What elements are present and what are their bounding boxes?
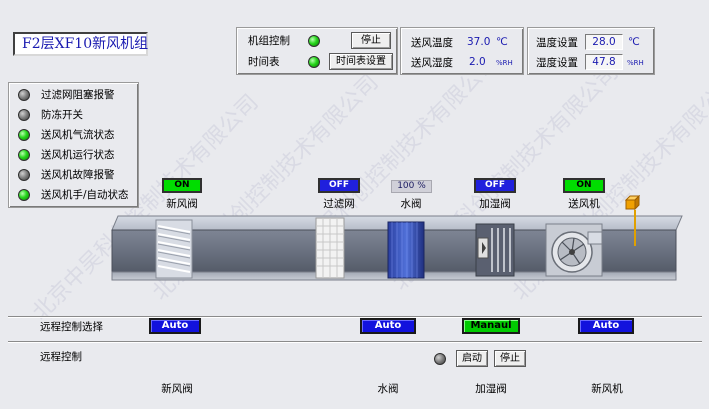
bottom-label-fresh-air-valve: 新风阀 <box>161 383 193 395</box>
hum-setpoint-unit: %RH <box>627 59 644 67</box>
hum-setpoint-field[interactable]: 47.8 <box>585 54 623 70</box>
supply-temp-value: 37.0 <box>467 36 491 48</box>
supply-hum-label: 送风湿度 <box>411 57 453 69</box>
supply-fan-label: 送风机 <box>568 198 600 210</box>
frost-switch-led <box>18 109 30 121</box>
bottom-label-water-valve: 水阀 <box>377 383 399 395</box>
filter-label: 过滤网 <box>323 198 355 210</box>
unit-stop-button[interactable]: 停止 <box>351 32 391 49</box>
supply-temp-label: 送风温度 <box>411 37 453 49</box>
water-coil-graphic <box>387 221 425 279</box>
alarm-label: 过滤网阻塞报警 <box>41 89 115 101</box>
remote-control-status-led <box>434 353 446 365</box>
alarm-label: 送风机故障报警 <box>41 169 115 181</box>
alarm-label: 送风机运行状态 <box>41 149 115 161</box>
temp-sensor-icon <box>624 195 640 211</box>
unit-control-label: 机组控制 <box>248 35 290 47</box>
supply-temp-unit: ℃ <box>496 36 508 48</box>
remote-stop-button[interactable]: 停止 <box>494 350 526 367</box>
humidifier-graphic <box>475 223 515 277</box>
fresh-air-damper-graphic <box>155 219 193 279</box>
temp-setpoint-unit: ℃ <box>628 36 640 48</box>
humidifier-valve-state[interactable]: OFF <box>474 178 516 193</box>
schedule-settings-button[interactable]: 时间表设置 <box>329 53 393 70</box>
water-valve-value: 100 % <box>391 180 432 193</box>
alarm-label: 送风机手/自动状态 <box>41 189 129 201</box>
alarm-label: 送风机气流状态 <box>41 129 115 141</box>
fresh-air-mode-button[interactable]: Auto <box>149 318 201 334</box>
alarm-label: 防冻开关 <box>41 109 83 121</box>
filter-graphic <box>315 217 345 279</box>
fan-airflow-led <box>18 129 30 141</box>
fan-fault-led <box>18 169 30 181</box>
hum-setpoint-label: 湿度设置 <box>536 57 578 69</box>
fan-hand-auto-led <box>18 189 30 201</box>
alarm-status-panel: 过滤网阻塞报警 防冻开关 送风机气流状态 送风机运行状态 送风机故障报警 送风机… <box>8 82 139 208</box>
fan-running-led <box>18 149 30 161</box>
unit-status-led <box>308 35 320 47</box>
setpoints-panel: 温度设置 28.0 ℃ 湿度设置 47.8 %RH <box>527 27 655 75</box>
supply-hum-unit: %RH <box>496 59 513 67</box>
water-valve-mode-button[interactable]: Auto <box>360 318 416 334</box>
bottom-label-fan: 新风机 <box>591 383 623 395</box>
ahu-duct-diagram <box>111 210 683 281</box>
remote-select-label: 远程控制选择 <box>40 321 103 333</box>
supply-fan-graphic <box>545 223 603 277</box>
fresh-air-valve-state[interactable]: ON <box>162 178 202 193</box>
unit-control-panel: 机组控制 停止 时间表 时间表设置 <box>236 27 398 75</box>
filter-block-alarm-led <box>18 89 30 101</box>
humidifier-valve-label: 加湿阀 <box>479 198 511 210</box>
temp-setpoint-label: 温度设置 <box>536 37 578 49</box>
fresh-air-valve-label: 新风阀 <box>166 198 198 210</box>
temp-setpoint-field[interactable]: 28.0 <box>585 34 623 50</box>
page-title: F2层XF10新风机组 <box>13 32 148 56</box>
fan-mode-button[interactable]: Auto <box>578 318 634 334</box>
remote-start-button[interactable]: 启动 <box>456 350 488 367</box>
supply-readings-panel: 送风温度 37.0 ℃ 送风湿度 2.0 %RH <box>400 27 524 75</box>
filter-state[interactable]: OFF <box>318 178 360 193</box>
supply-fan-state[interactable]: ON <box>563 178 605 193</box>
schedule-label: 时间表 <box>248 56 280 68</box>
humidifier-mode-button[interactable]: Manaul <box>462 318 520 334</box>
bottom-label-humidifier-valve: 加湿阀 <box>475 383 507 395</box>
divider <box>8 316 702 317</box>
water-valve-label: 水阀 <box>400 198 422 210</box>
remote-control-label: 远程控制 <box>40 351 82 363</box>
schedule-status-led <box>308 56 320 68</box>
divider <box>8 341 702 342</box>
supply-hum-value: 2.0 <box>469 56 486 68</box>
